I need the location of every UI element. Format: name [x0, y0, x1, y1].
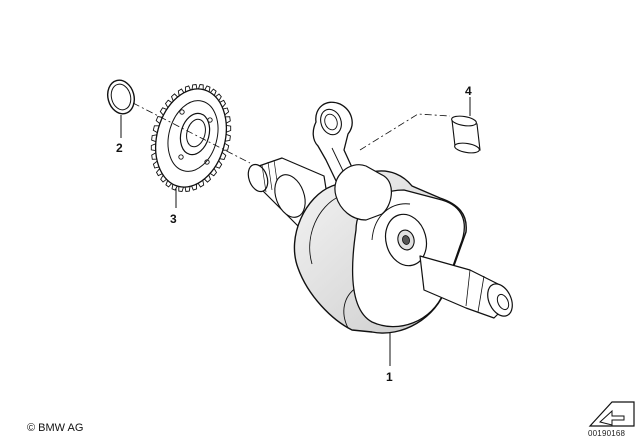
- copyright-text: © BMW AG: [27, 422, 84, 434]
- assembly-axis-line: [132, 102, 451, 164]
- bushing-part: [451, 97, 481, 154]
- callout-2: 2: [116, 141, 123, 155]
- o-ring-part: [106, 79, 136, 138]
- callout-3: 3: [170, 212, 177, 226]
- gear-wheel-part: [150, 84, 232, 208]
- diagram-id-label: 00190168: [588, 429, 626, 438]
- crankshaft-part: [247, 101, 513, 366]
- callout-1: 1: [386, 370, 393, 384]
- callout-4: 4: [465, 84, 472, 98]
- diagram-badge-icon: [588, 401, 635, 427]
